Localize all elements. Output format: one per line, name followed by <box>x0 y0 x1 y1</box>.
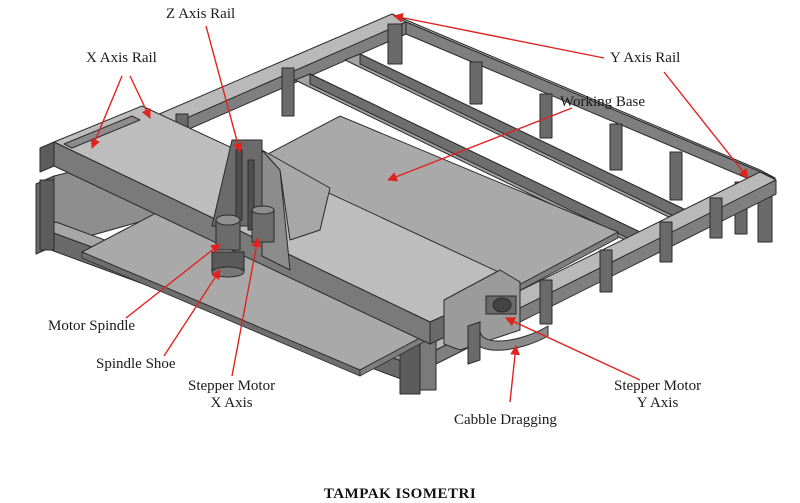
label-working-base: Working Base <box>560 94 646 110</box>
label-stepper-motor-y-line1: Stepper Motor <box>614 378 702 394</box>
arrow-x-axis-rail-2 <box>129 75 151 119</box>
label-z-axis-rail: Z Axis Rail <box>166 6 236 22</box>
callout-arrows <box>90 12 749 403</box>
arrow-stepper-motor-x <box>231 237 262 377</box>
spindle-assembly <box>211 205 275 278</box>
label-stepper-motor-x-line2: X Axis <box>210 395 253 411</box>
cable-drag-chain <box>469 325 549 351</box>
label-stepper-motor-x: Stepper Motor X Axis <box>188 378 275 412</box>
label-spindle-shoe: Spindle Shoe <box>96 356 176 372</box>
gantry-end-plate <box>443 269 521 351</box>
arrow-motor-spindle <box>125 243 221 319</box>
figure-caption: TAMPAK ISOMETRI <box>323 486 477 502</box>
arrow-working-base <box>387 107 573 182</box>
label-stepper-motor-x-line1: Stepper Motor <box>188 378 276 394</box>
arrow-y-axis-rail-1 <box>393 12 605 59</box>
stepper-motor-x <box>251 209 275 243</box>
label-x-axis-rail: X Axis Rail <box>86 50 157 66</box>
arrow-spindle-shoe <box>163 269 221 357</box>
arrow-y-axis-rail-2 <box>663 71 749 179</box>
label-cable-dragging: Cabble Dragging <box>454 412 557 428</box>
arrow-x-axis-rail-1 <box>90 75 123 149</box>
arrow-z-axis-rail <box>205 25 243 153</box>
label-motor-spindle: Motor Spindle <box>48 318 136 334</box>
arrow-cable-dragging <box>509 345 520 403</box>
arrow-stepper-motor-y <box>505 317 641 381</box>
label-stepper-motor-y-line2: Y Axis <box>636 395 679 411</box>
label-stepper-motor-y: Stepper Motor Y Axis <box>614 378 701 412</box>
label-y-axis-rail: Y Axis Rail <box>610 50 681 66</box>
